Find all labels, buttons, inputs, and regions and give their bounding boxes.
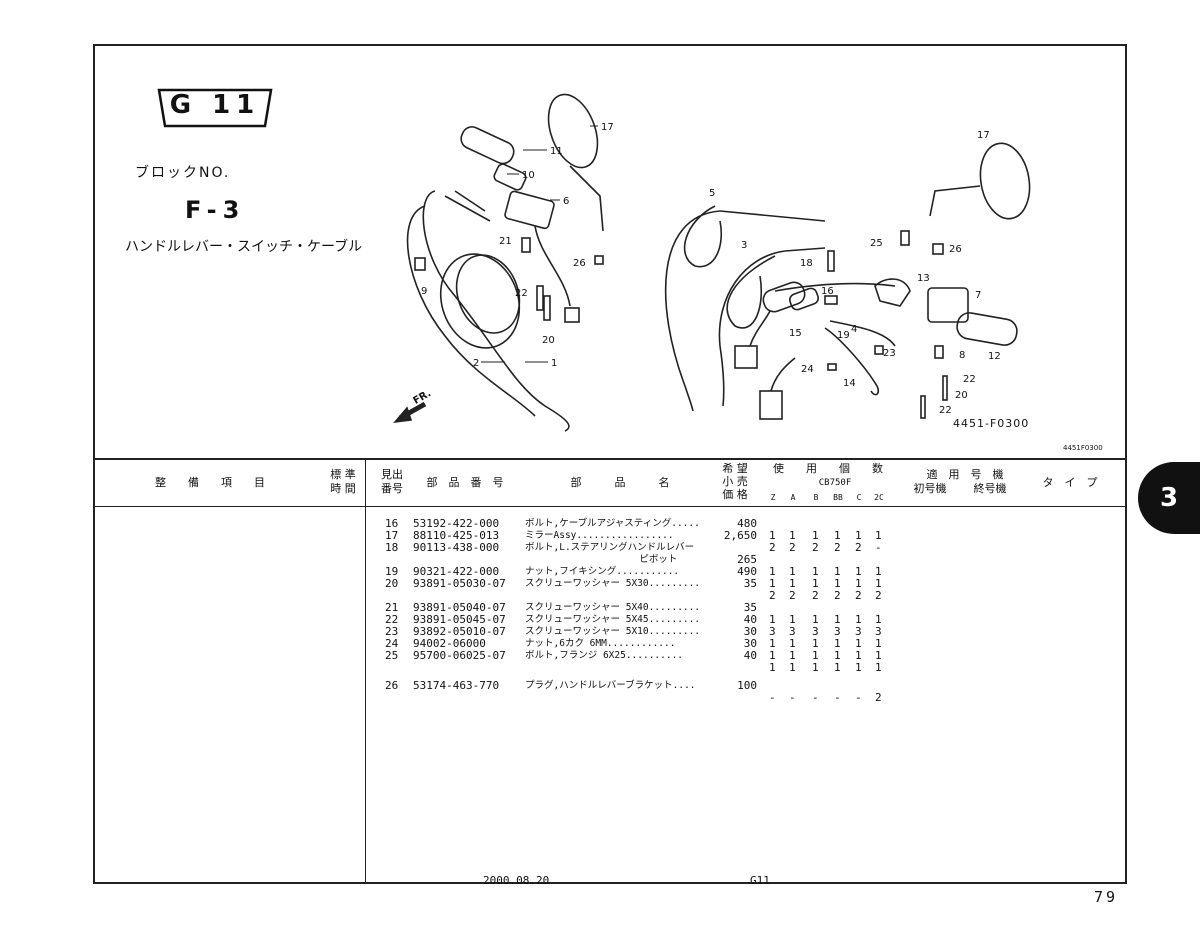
header-price-3: 価 格 — [722, 488, 748, 501]
exploded-view-drawing: 11 10 6 21 9 22 20 26 17 1 2 5 3 18 16 1… — [393, 93, 1031, 432]
header-col-z: Z — [770, 493, 776, 502]
drawing-number: 4451-F0300 — [953, 417, 1030, 430]
header-first-no: 初号機 — [913, 482, 947, 495]
svg-text:4: 4 — [851, 324, 857, 335]
svg-text:22: 22 — [963, 374, 976, 385]
svg-text:25: 25 — [870, 238, 883, 249]
header-applicable: 適 用 号 機 — [926, 468, 1004, 481]
throttle-cable-drawing — [422, 190, 570, 432]
header-part-number: 部 品 番 号 — [426, 476, 504, 489]
footer-date: 2000.08.20 — [483, 874, 550, 887]
svg-text:12: 12 — [988, 351, 1001, 362]
header-service-item: 整 備 項 目 — [155, 476, 265, 489]
header-usage: 使 用 個 数 — [773, 462, 883, 475]
svg-text:26: 26 — [949, 244, 962, 255]
header-part-name: 部 品 名 — [570, 476, 670, 489]
header-model: CB750F — [818, 478, 852, 488]
svg-text:9: 9 — [421, 286, 427, 297]
header-price-1: 希 望 — [722, 462, 748, 475]
header-ref-1: 見出 — [381, 468, 403, 481]
svg-text:17: 17 — [977, 130, 990, 141]
svg-text:19: 19 — [837, 330, 850, 341]
svg-text:1: 1 — [551, 358, 557, 369]
block-badge-text: G 11 — [169, 90, 261, 120]
header-col-a: A — [790, 493, 796, 502]
header-ref-2: 番号 — [381, 482, 403, 495]
header-col-bb: BB — [833, 493, 843, 502]
svg-text:20: 20 — [955, 390, 968, 401]
block-description: ハンドルレバー・スイッチ・ケーブル — [125, 239, 363, 255]
page-number: 79 — [1094, 888, 1119, 906]
section-tab[interactable]: 3 — [1138, 462, 1200, 534]
choke-cable-drawing — [664, 210, 721, 412]
header-col-c: C — [856, 493, 862, 502]
footer-block-code: G11 — [750, 874, 770, 887]
parts-diagram: G 11 ブロックNO. F-3 ハンドルレバー・スイッチ・ケーブル — [95, 46, 1125, 460]
drawing-number-small: 4451F0300 — [1063, 444, 1103, 452]
clutch-cable-drawing — [406, 205, 536, 417]
divider-service — [365, 458, 366, 882]
svg-text:15: 15 — [789, 328, 802, 339]
svg-text:6: 6 — [563, 196, 569, 207]
header-std-time-1: 標 準 — [330, 468, 356, 481]
callout-numbers: 11 10 6 21 9 22 20 26 17 1 2 5 3 18 16 1… — [421, 122, 1001, 416]
header-col-b: B — [813, 493, 819, 502]
svg-text:17: 17 — [601, 122, 614, 133]
svg-text:8: 8 — [959, 350, 965, 361]
svg-text:18: 18 — [800, 258, 813, 269]
svg-text:11: 11 — [550, 146, 563, 157]
svg-text:24: 24 — [801, 364, 814, 375]
catalog-frame: G 11 ブロックNO. F-3 ハンドルレバー・スイッチ・ケーブル — [93, 44, 1127, 887]
svg-text:13: 13 — [917, 273, 930, 284]
header-type: タ イ プ — [1042, 476, 1098, 489]
header-std-time-2: 時 間 — [330, 482, 356, 495]
svg-text:23: 23 — [883, 348, 896, 359]
header-price-2: 小 売 — [722, 475, 748, 488]
svg-text:20: 20 — [542, 335, 555, 346]
svg-text:14: 14 — [843, 378, 856, 389]
callout-10: 10 — [522, 170, 535, 181]
header-col-2c: 2C — [874, 493, 884, 502]
block-badge — [157, 88, 273, 128]
svg-text:16: 16 — [821, 286, 834, 297]
svg-text:21: 21 — [499, 236, 512, 247]
table-header: 整 備 項 目 標 準 時 間 見出 番号 部 品 番 号 部 品 名 希 望 … — [95, 458, 1125, 507]
svg-text:7: 7 — [975, 290, 981, 301]
block-number-label: ブロックNO. — [135, 165, 231, 181]
block-code: F-3 — [185, 196, 246, 224]
svg-text:2: 2 — [473, 358, 479, 369]
svg-text:5: 5 — [709, 188, 715, 199]
svg-text:26: 26 — [573, 258, 586, 269]
svg-text:22: 22 — [939, 405, 952, 416]
header-last-no: 終号機 — [973, 482, 1007, 495]
svg-text:22: 22 — [515, 288, 528, 299]
svg-text:3: 3 — [741, 240, 747, 251]
